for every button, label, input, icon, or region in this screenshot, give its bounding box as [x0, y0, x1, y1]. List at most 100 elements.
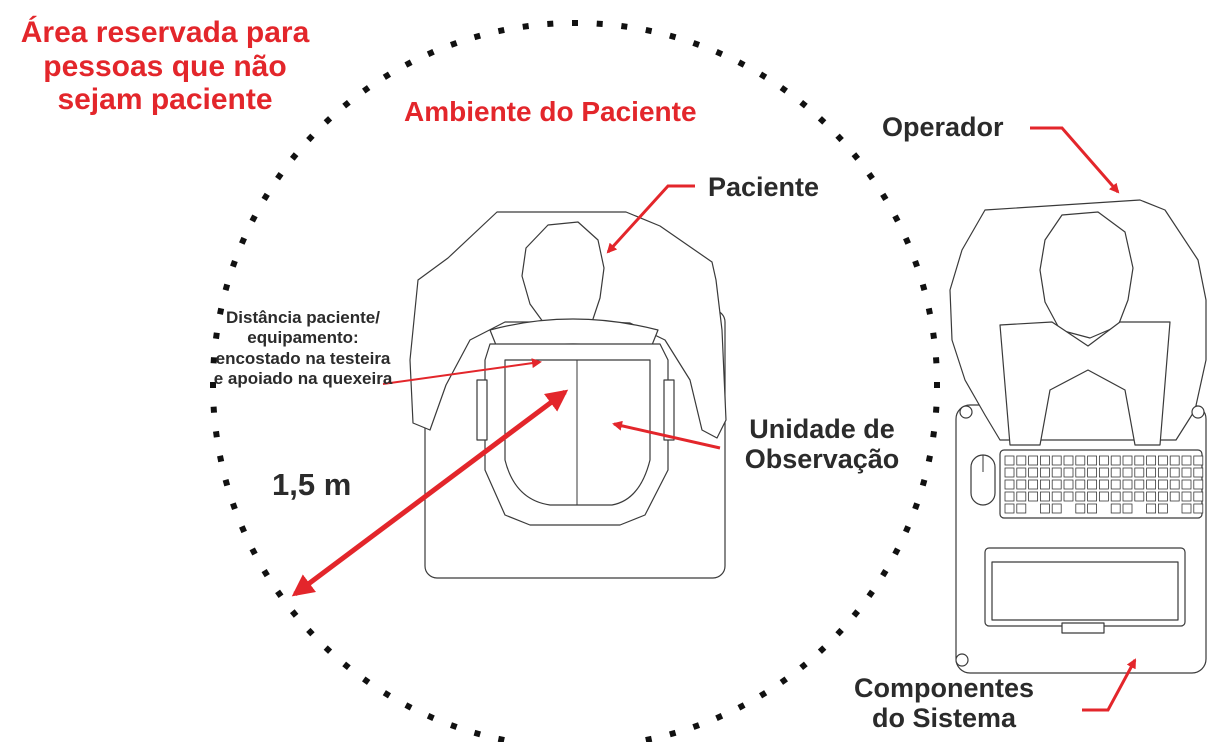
keyboard-key	[1099, 467, 1109, 478]
boundary-dot	[213, 430, 220, 438]
boundary-dot	[210, 406, 217, 413]
boundary-dot	[275, 589, 284, 598]
boundary-dot	[473, 32, 481, 41]
boundary-dot	[473, 729, 481, 738]
keyboard-keys	[1004, 455, 1204, 514]
label-distancia: Distância paciente/ equipamento: encosta…	[213, 308, 393, 389]
keyboard-key	[1063, 491, 1074, 502]
keyboard-key	[1134, 455, 1145, 466]
boundary-dot	[323, 116, 333, 125]
keyboard-key	[1063, 467, 1074, 478]
boundary-dot	[239, 236, 247, 245]
keyboard-key	[1004, 455, 1015, 466]
cabinet-wheel	[1191, 405, 1205, 419]
keyboard-key	[1169, 455, 1180, 466]
boundary-dot	[892, 214, 901, 223]
keyboard-key	[1110, 455, 1121, 466]
boundary-dot	[275, 172, 284, 181]
keyboard-key	[1004, 491, 1015, 502]
boundary-dot	[835, 133, 844, 143]
boundary-dot	[669, 729, 677, 738]
boundary-dot	[217, 307, 225, 315]
boundary-dot	[210, 357, 217, 364]
boundary-dot	[925, 307, 933, 315]
keyboard-key	[1158, 503, 1168, 514]
right-handle	[663, 379, 675, 441]
boundary-dot	[912, 259, 920, 268]
keyboard-key	[1146, 455, 1156, 466]
boundary-dot	[362, 676, 371, 685]
boundary-dot	[645, 27, 653, 35]
keyboard-key	[1134, 491, 1145, 502]
annotation-arrows	[291, 126, 1137, 712]
boundary-dot	[912, 502, 920, 511]
arrow-unidade	[612, 420, 721, 450]
keyboard-key	[1016, 503, 1027, 514]
keyboard-key	[1051, 455, 1062, 466]
patient-station	[409, 211, 727, 579]
boundary-dot	[249, 214, 258, 223]
keyboard-key	[1158, 479, 1168, 490]
keyboard-key	[1004, 479, 1015, 490]
boundary-dot	[222, 479, 231, 487]
boundary-dot	[426, 713, 435, 721]
boundary-dot	[213, 332, 220, 340]
keyboard-key	[1158, 455, 1168, 466]
keyboard-key	[1193, 455, 1204, 466]
keyboard-key	[1122, 479, 1133, 490]
label-radius: 1,5 m	[272, 467, 352, 502]
boundary-dot	[933, 406, 940, 413]
keyboard-key	[1146, 503, 1156, 514]
boundary-dot	[851, 152, 861, 161]
keyboard-key	[1075, 503, 1086, 514]
label-unidade-observacao: Unidade de Observação	[744, 414, 900, 475]
keyboard-key	[1087, 467, 1097, 478]
boundary-dot	[645, 735, 653, 742]
boundary-dot	[261, 192, 270, 202]
boundary-dot	[866, 589, 875, 598]
boundary-dot	[572, 20, 578, 26]
keyboard-key	[1146, 491, 1156, 502]
boundary-dot	[933, 357, 940, 364]
keyboard-key	[1110, 503, 1121, 514]
boundary-dot	[497, 27, 505, 35]
boundary-dot	[880, 192, 889, 202]
keyboard-key	[1169, 491, 1180, 502]
boundary-dot	[919, 479, 928, 487]
cabinet-wheel	[955, 653, 969, 667]
keyboard-key	[1122, 491, 1133, 502]
reserved-area-title: Área reservada para pessoas que não seja…	[20, 16, 310, 117]
boundary-dot	[404, 59, 413, 68]
boundary-dot	[382, 690, 392, 699]
boundary-dot	[866, 172, 875, 181]
keyboard-key	[1051, 491, 1062, 502]
boundary-dot	[903, 236, 911, 245]
boundary-dot	[934, 382, 940, 388]
operator-arms	[999, 321, 1171, 446]
label-operador: Operador	[882, 112, 1004, 142]
boundary-dot	[547, 20, 554, 27]
keyboard-key	[1028, 455, 1038, 466]
keyboard-key	[1193, 479, 1204, 490]
boundary-dot	[222, 283, 231, 291]
boundary-dot	[426, 49, 435, 57]
keyboard-key	[1016, 467, 1027, 478]
boundary-dot	[289, 152, 299, 161]
keyboard-key	[1099, 491, 1109, 502]
operator-head	[1039, 211, 1134, 339]
keyboard-key	[1146, 479, 1156, 490]
boundary-dot	[715, 713, 724, 721]
keyboard-key	[1004, 467, 1015, 478]
keyboard-key	[1075, 479, 1086, 490]
boundary-dot	[930, 430, 937, 438]
monitor-stand	[1061, 622, 1105, 634]
cabinet-wheel	[959, 405, 973, 419]
boundary-dot	[817, 645, 827, 654]
boundary-dot	[342, 661, 351, 671]
keyboard-key	[1181, 455, 1192, 466]
boundary-dot	[620, 23, 628, 30]
patient-environment-boundary	[210, 20, 940, 742]
boundary-dot	[249, 547, 258, 556]
operator-station	[949, 199, 1207, 674]
